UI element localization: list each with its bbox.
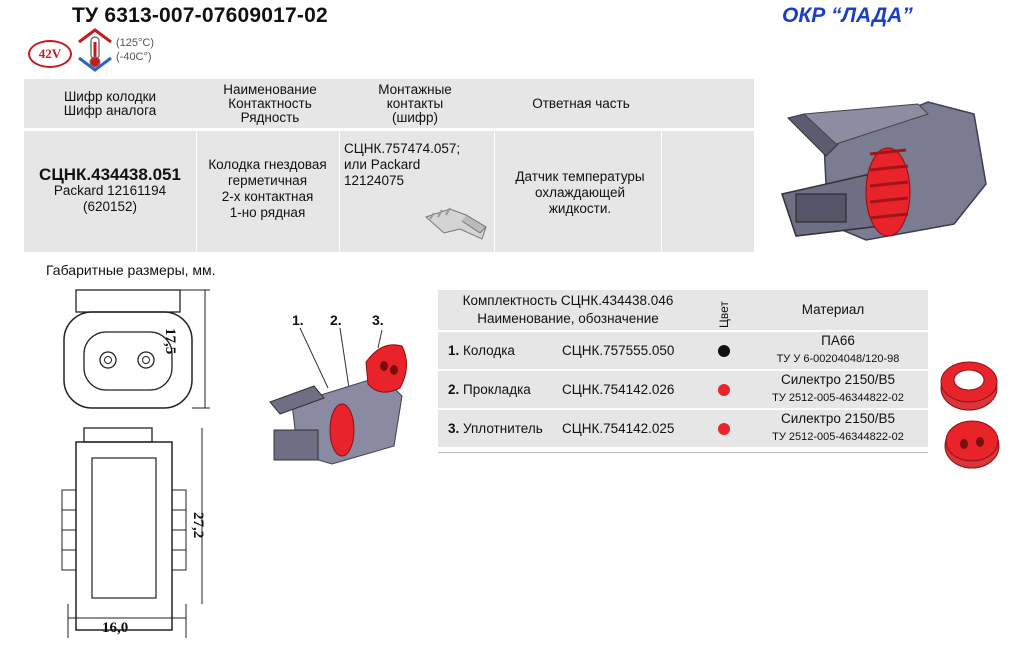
- cell-name: Колодка гнездовая герметичная 2-х контак…: [208, 157, 327, 220]
- temp-min: (-40C°): [116, 51, 152, 63]
- thermometer-icon: [78, 28, 112, 72]
- callout-1: 1.: [292, 312, 304, 328]
- spec-table-row: СЦНК.434438.051 Packard 12161194 (620152…: [24, 131, 754, 252]
- col-mate: Ответная часть: [532, 95, 630, 111]
- document-title: ТУ 6313-007-07609017-02: [72, 4, 328, 27]
- dim-height-front: 17,5: [162, 328, 178, 355]
- temp-max: (125°C): [116, 37, 155, 49]
- terminal-pin-image: [425, 207, 487, 240]
- dimensions-label: Габаритные размеры, мм.: [46, 262, 216, 278]
- kit-table: Комплектность СЦНК.434438.046 Наименован…: [438, 290, 928, 454]
- color-dot-red: [718, 423, 730, 435]
- callout-3: 3.: [372, 312, 384, 328]
- kit-table-header: Комплектность СЦНК.434438.046 Наименован…: [438, 290, 928, 330]
- connector-photo: [781, 101, 987, 241]
- gasket-image: [940, 361, 998, 411]
- callout-2: 2.: [330, 312, 342, 328]
- dim-height-side: 27,2: [190, 512, 206, 539]
- temperature-range: (125°C) (-40C°): [116, 36, 154, 64]
- voltage-badge: 42V: [28, 40, 72, 68]
- kit-row-3: 3. Уплотнитель СЦНК.754142.025 Силектро …: [438, 410, 928, 447]
- color-column-label: Цвет: [717, 301, 731, 328]
- cell-code: СЦНК.434438.051 Packard 12161194 (620152…: [39, 165, 181, 214]
- side-view-drawing: [61, 427, 203, 638]
- dim-width: 16,0: [102, 620, 129, 636]
- cell-contacts: СЦНК.757474.057; или Packard 12124075: [344, 141, 461, 188]
- kit-row-1: 1. Колодка СЦНК.757555.050 ПА66 ТУ У 6-0…: [438, 332, 928, 369]
- color-dot-red: [718, 384, 730, 396]
- front-view-drawing: [63, 289, 210, 409]
- kit-row-2: 2. Прокладка СЦНК.754142.026 Силектро 21…: [438, 371, 928, 408]
- seal-image: [944, 420, 1000, 469]
- project-name: ОКР “ЛАДА”: [782, 4, 913, 27]
- exploded-view-image: [269, 327, 407, 465]
- color-dot-black: [718, 345, 730, 357]
- cell-mate: Датчик температуры охлаждающей жидкости.: [515, 169, 645, 216]
